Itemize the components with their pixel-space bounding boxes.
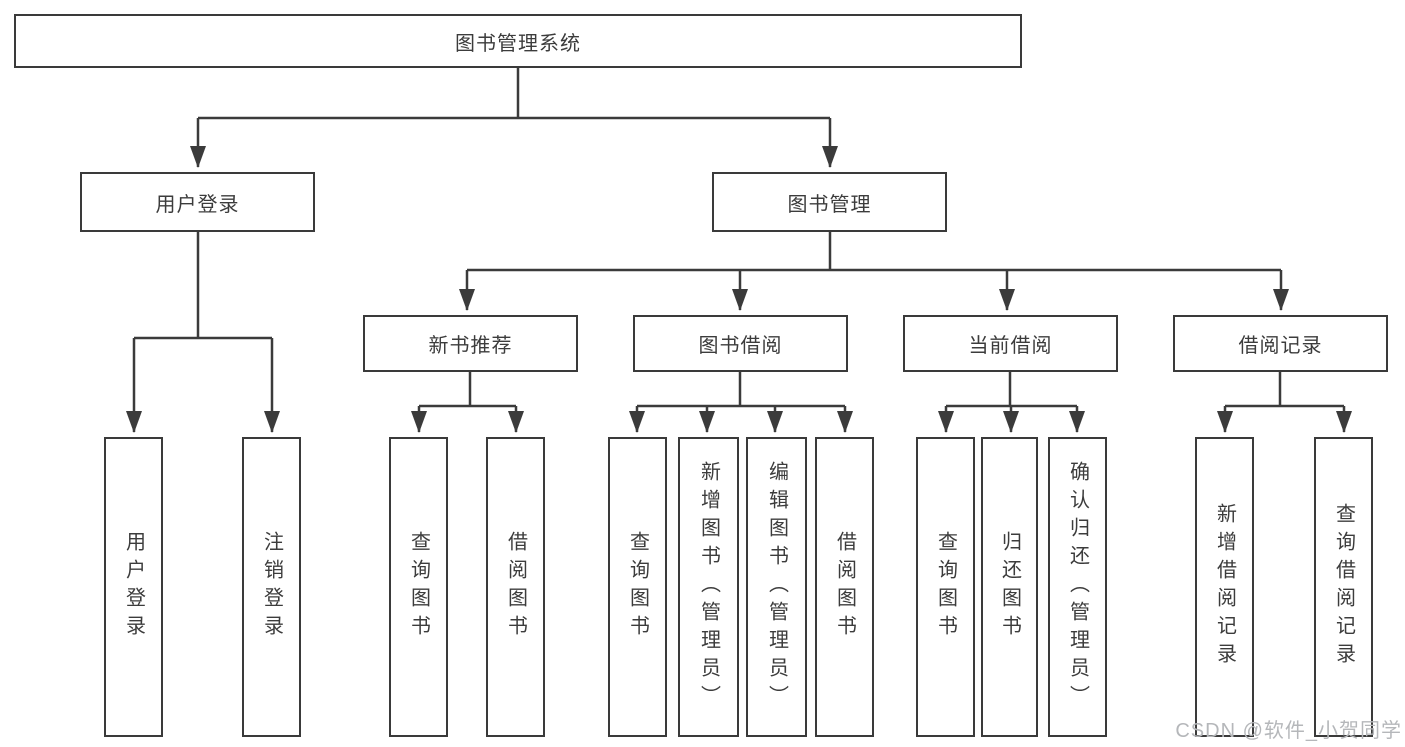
node-book-management-module: 图书管理 [712,172,947,232]
node-borrow-records: 借阅记录 [1173,315,1388,372]
leaf-logout: 注销登录 [242,437,301,737]
node-borrow-records-label: 借阅记录 [1238,335,1323,357]
leaf-query-books-borrowing: 查询图书 [608,437,667,737]
leaf-return-books-label: 归还图书 [998,531,1021,643]
leaf-edit-book-admin-label: 编辑图书（管理员） [765,461,788,713]
node-new-book-recommendation: 新书推荐 [363,315,578,372]
node-book-management-module-label: 图书管理 [787,193,872,216]
leaf-borrow-books-label: 借阅图书 [833,531,856,643]
node-user-login-module-label: 用户登录 [155,193,240,216]
node-library-system: 图书管理系统 [14,14,1022,68]
node-book-borrowing-label: 图书借阅 [698,335,783,357]
leaf-query-books-borrowing-label: 查询图书 [626,531,649,643]
leaf-add-borrow-record: 新增借阅记录 [1195,437,1254,737]
node-current-borrowing-label: 当前借阅 [968,335,1053,357]
leaf-borrow-books: 借阅图书 [815,437,874,737]
leaf-borrow-books-recommend: 借阅图书 [486,437,545,737]
node-current-borrowing: 当前借阅 [903,315,1118,372]
leaf-query-borrow-record: 查询借阅记录 [1314,437,1373,737]
leaf-confirm-return-admin-label: 确认归还（管理员） [1066,461,1089,713]
node-user-login-module: 用户登录 [80,172,315,232]
leaf-edit-book-admin: 编辑图书（管理员） [746,437,807,737]
leaf-return-books: 归还图书 [981,437,1038,737]
leaf-add-book-admin-label: 新增图书（管理员） [697,461,720,713]
connector-rails [134,68,1344,408]
node-book-borrowing: 图书借阅 [633,315,848,372]
leaf-query-books-recommend-label: 查询图书 [407,531,430,643]
leaf-query-borrow-record-label: 查询借阅记录 [1332,503,1355,671]
node-library-system-label: 图书管理系统 [455,32,581,55]
csdn-watermark: CSDN @软件_小贺同学 [1175,720,1402,742]
leaf-user-login: 用户登录 [104,437,163,737]
node-new-book-recommendation-label: 新书推荐 [428,335,513,357]
leaf-add-book-admin: 新增图书（管理员） [678,437,739,737]
leaf-add-borrow-record-label: 新增借阅记录 [1213,503,1236,671]
leaf-borrow-books-recommend-label: 借阅图书 [504,531,527,643]
leaf-confirm-return-admin: 确认归还（管理员） [1048,437,1107,737]
leaf-query-books-current: 查询图书 [916,437,975,737]
leaf-logout-label: 注销登录 [260,531,283,643]
leaf-user-login-label: 用户登录 [122,531,145,643]
leaf-query-books-recommend: 查询图书 [389,437,448,737]
connector-arrows [126,118,1352,433]
leaf-query-books-current-label: 查询图书 [934,531,957,643]
